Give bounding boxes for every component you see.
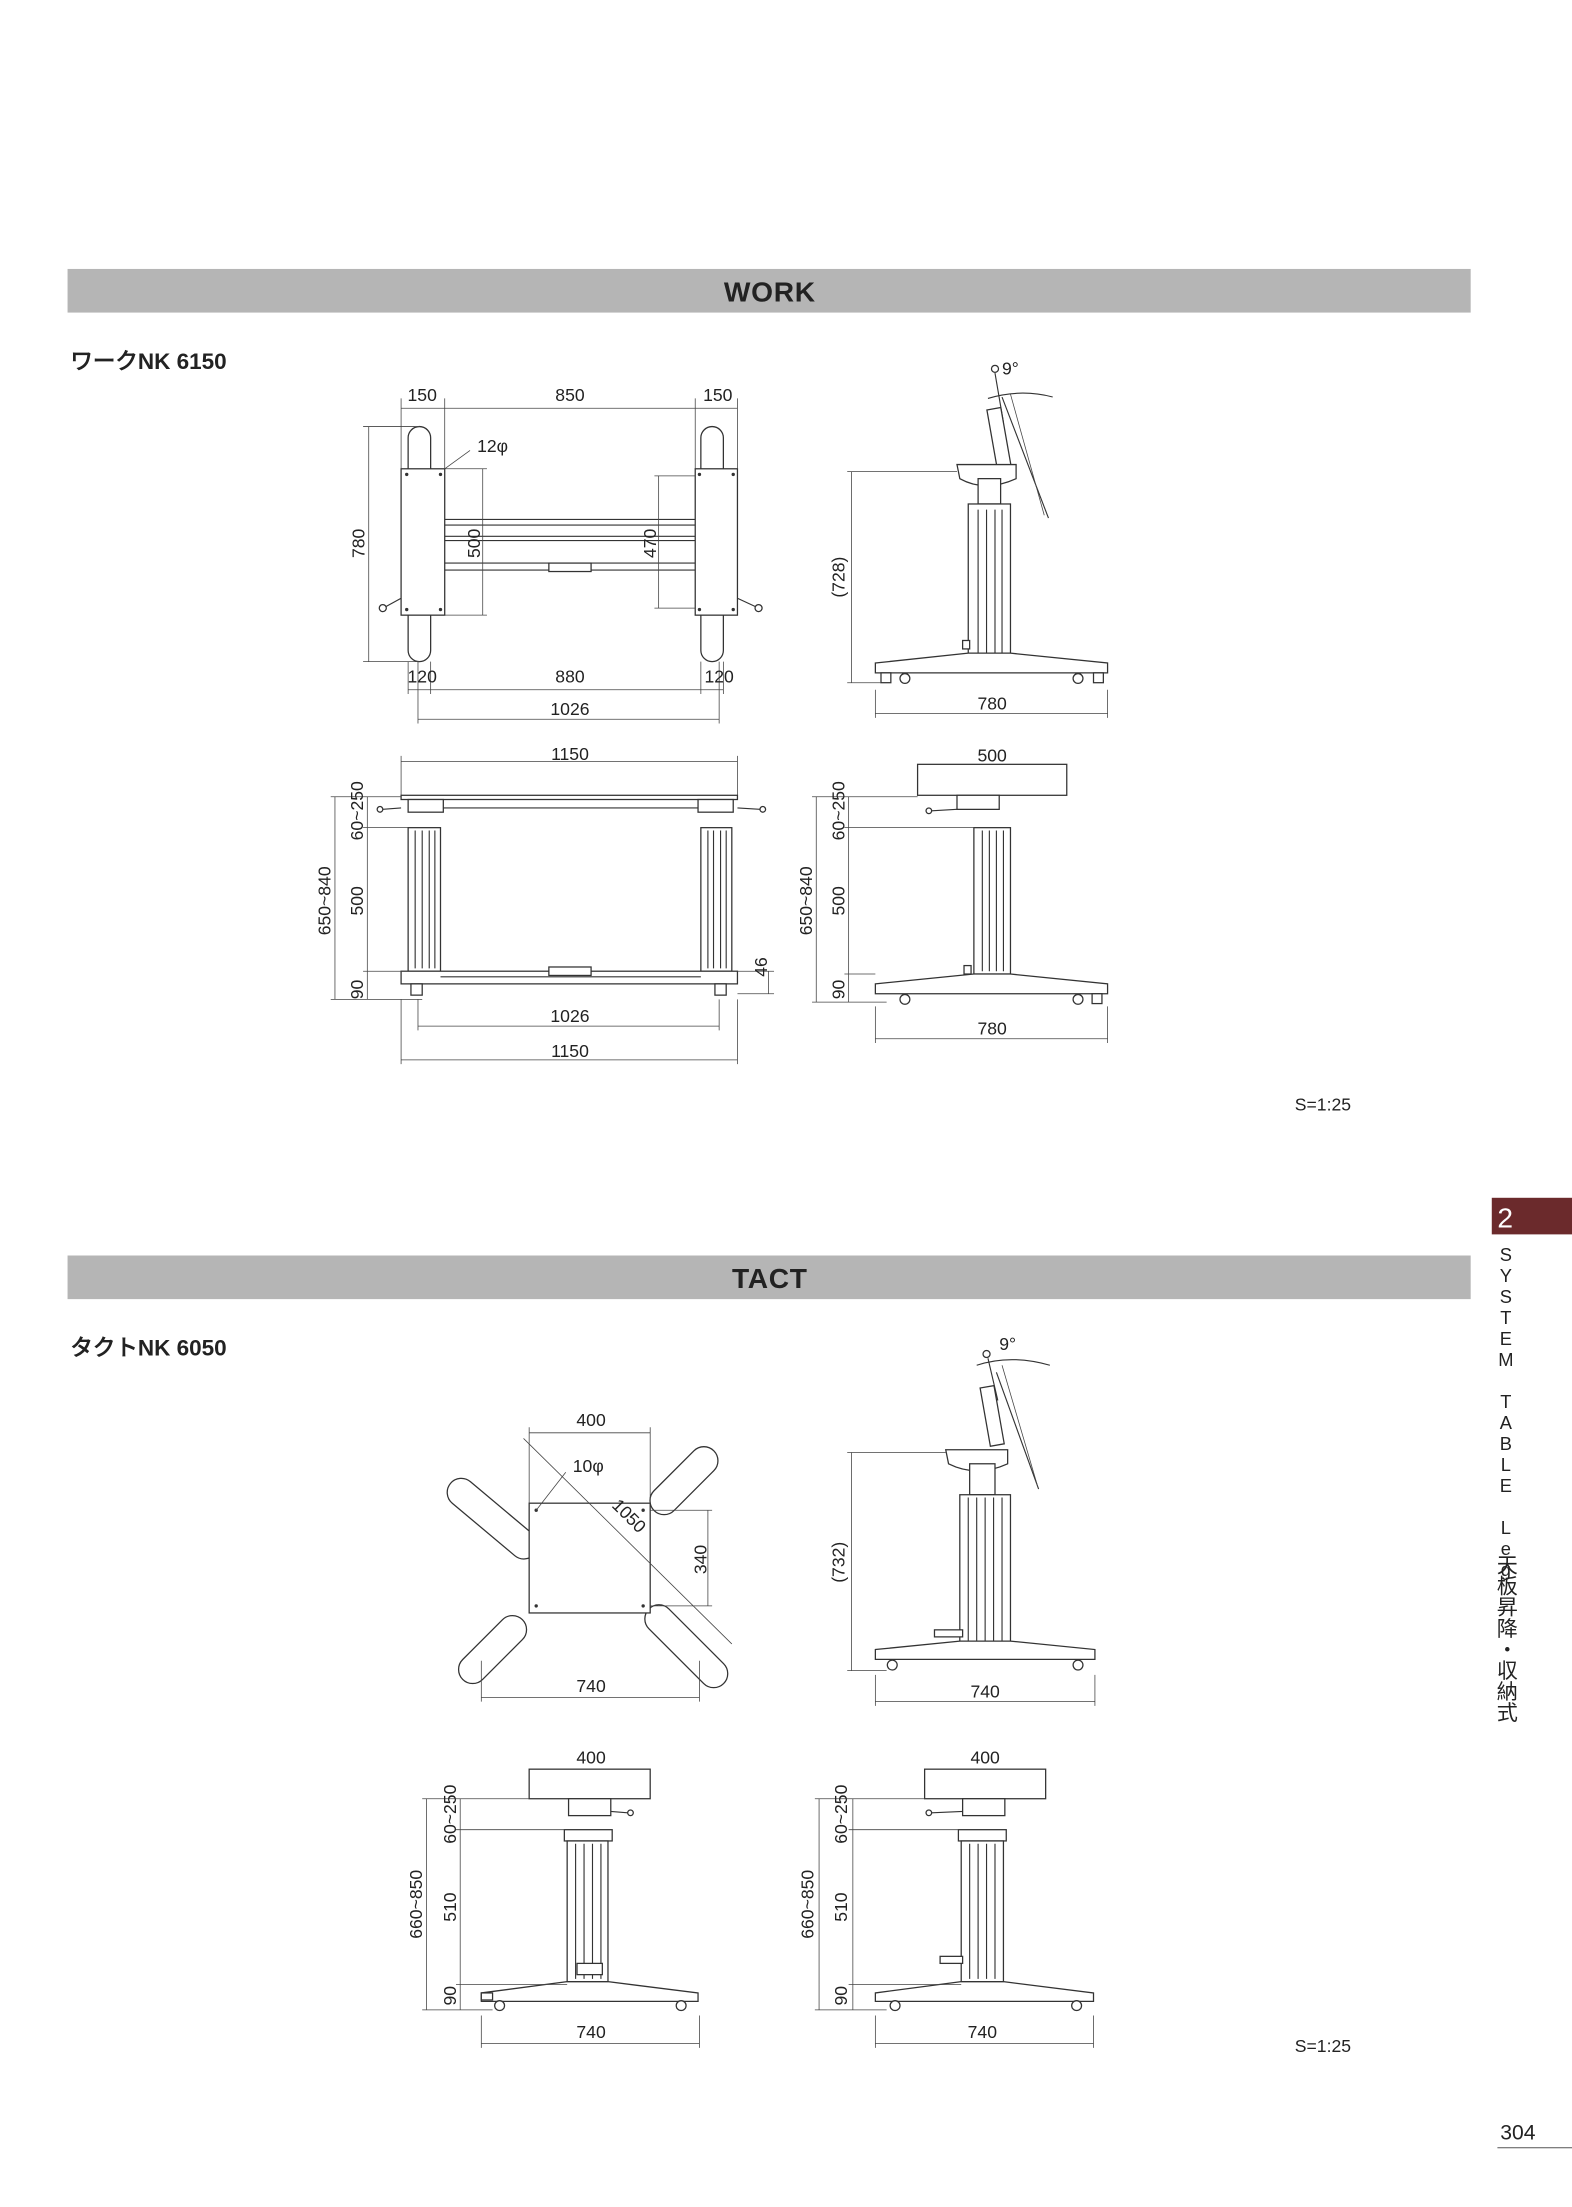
dim-label: 740	[970, 1681, 1000, 1701]
hole-diameter-label: 10φ	[573, 1456, 604, 1476]
dim-label: 1150	[551, 1041, 589, 1061]
dim-label: 400	[576, 1410, 606, 1430]
dim-label: 660~850	[406, 1870, 426, 1939]
dim-label: 1026	[550, 699, 589, 719]
dim-label: 740	[576, 1676, 606, 1696]
dim-label: 510	[440, 1892, 460, 1922]
chapter-label-jp: 天板昇降・収納式	[1494, 1554, 1518, 1723]
scale-label: S=1:25	[1295, 1095, 1351, 1115]
chapter-tab: 2 SYSTEM TABLE Leg 天板昇降・収納式	[1491, 1197, 1572, 1723]
dim-label: 90	[347, 980, 367, 1000]
section-banner	[67, 1255, 1471, 1300]
dim-label: 850	[555, 385, 585, 405]
dim-label: 400	[576, 1748, 606, 1768]
tilt-angle-label: 9°	[1002, 358, 1019, 378]
dim-label: 90	[828, 980, 848, 1000]
section-banner	[67, 268, 1471, 313]
dim-label: 880	[555, 667, 585, 687]
dim-label: 780	[978, 693, 1008, 713]
dim-label: 60~250	[347, 781, 367, 840]
dim-label: 500	[347, 886, 367, 916]
dim-label: 510	[831, 1892, 851, 1922]
chapter-label: SYSTEM TABLE Leg	[1495, 1244, 1516, 1580]
side-view-2-drawing	[814, 1768, 1095, 2048]
hole-diameter-label: 12φ	[477, 436, 508, 456]
section-title: TACT	[732, 1263, 808, 1294]
model-name: タクトNK 6050	[70, 1335, 226, 1360]
side-view-drawing	[847, 364, 1109, 718]
dim-label: 500	[464, 528, 484, 558]
top-view-drawing	[363, 398, 763, 724]
dim-label: 90	[440, 1986, 460, 2006]
dim-label: 1026	[550, 1006, 589, 1026]
section-tact: TACT タクトNK 6050 400 10φ 1050 340 740	[67, 1255, 1471, 2056]
dim-label: 1150	[551, 744, 589, 764]
side-view-2-drawing	[812, 763, 1109, 1043]
dim-label: (732)	[828, 1542, 848, 1583]
dim-label: 400	[970, 1748, 1000, 1768]
dim-label: 340	[690, 1545, 710, 1575]
top-view-drawing	[446, 1427, 733, 1702]
dim-label: 740	[576, 2022, 606, 2042]
front-view-drawing	[330, 755, 775, 1065]
chapter-number-box	[1491, 1197, 1572, 1235]
side-view-drawing	[847, 1349, 1096, 1706]
front-view-drawing	[422, 1768, 700, 2048]
dim-label: 120	[704, 667, 734, 687]
dim-label: 470	[640, 528, 660, 558]
dim-label: 60~250	[828, 781, 848, 840]
dim-label: 60~250	[831, 1784, 851, 1843]
dim-label: (728)	[828, 557, 848, 598]
chapter-number: 2	[1497, 1202, 1513, 1233]
dim-label: 780	[349, 528, 369, 558]
dim-label: 780	[978, 1019, 1008, 1039]
dim-label: 660~850	[797, 1870, 817, 1939]
model-name: ワークNK 6150	[70, 349, 226, 374]
dim-label: 650~840	[796, 866, 816, 935]
section-title: WORK	[724, 276, 816, 307]
dim-label: 500	[828, 886, 848, 916]
dim-label: 150	[408, 385, 438, 405]
page-number: 304	[1500, 2121, 1535, 2144]
scale-label: S=1:25	[1295, 2036, 1351, 2056]
dim-label: 90	[831, 1986, 851, 2006]
dim-label: 46	[751, 957, 771, 977]
dim-label: 500	[978, 746, 1008, 766]
dim-label: 650~840	[315, 866, 335, 935]
dim-label: 740	[968, 2022, 998, 2042]
section-work: WORK ワークNK 6150 150 850 150 12φ	[67, 268, 1471, 1115]
dim-label: 150	[703, 385, 733, 405]
dim-label: 60~250	[440, 1784, 460, 1843]
dim-label: 120	[408, 667, 438, 687]
tilt-angle-label: 9°	[999, 1334, 1016, 1354]
